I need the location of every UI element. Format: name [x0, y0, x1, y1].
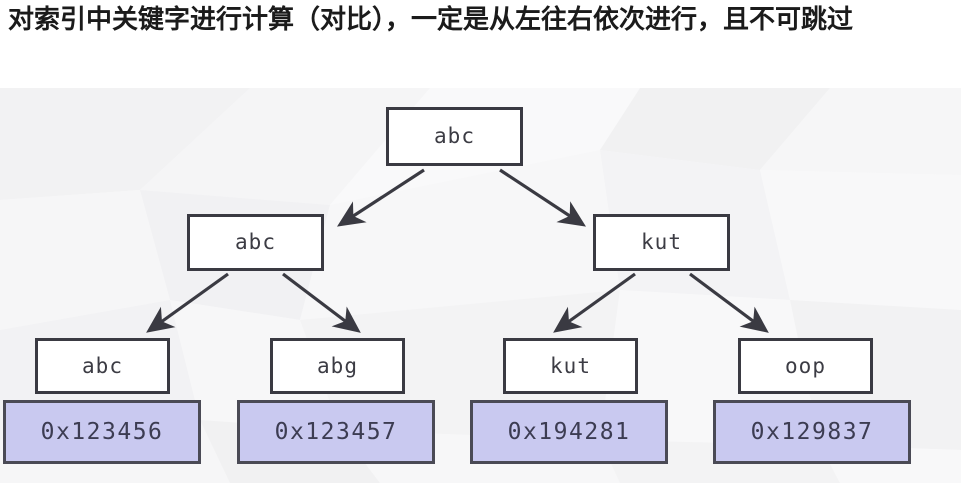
leaf-address-label-2: 0x123457: [274, 418, 398, 445]
page-title: 对索引中关键字进行计算（对比），一定是从左往右依次进行，且不可跳过: [8, 5, 854, 35]
tree-node-root[interactable]: abc: [386, 107, 523, 166]
tree-node-root-label: abc: [434, 124, 475, 148]
leaf-address-label-4: 0x129837: [750, 418, 874, 445]
leaf-key-box-3[interactable]: kut: [503, 338, 638, 394]
tree-node-level2-right[interactable]: kut: [593, 214, 730, 271]
leaf-address-box-3[interactable]: 0x194281: [470, 400, 668, 464]
leaf-key-box-4[interactable]: oop: [738, 338, 873, 394]
leaf-address-label-1: 0x123456: [40, 418, 164, 445]
leaf-key-label-4: oop: [785, 353, 826, 378]
leaf-key-box-1[interactable]: abc: [35, 338, 170, 394]
leaf-key-box-2[interactable]: abg: [270, 338, 405, 394]
tree-node-level2-right-label: kut: [641, 230, 682, 254]
leaf-key-label-3: kut: [550, 353, 591, 378]
tree-node-level2-left[interactable]: abc: [187, 214, 324, 271]
leaf-address-label-3: 0x194281: [507, 418, 631, 445]
tree-node-level2-left-label: abc: [235, 230, 276, 254]
leaf-address-box-2[interactable]: 0x123457: [237, 400, 435, 464]
leaf-address-box-1[interactable]: 0x123456: [3, 400, 201, 464]
leaf-key-label-1: abc: [82, 353, 123, 378]
leaf-address-box-4[interactable]: 0x129837: [713, 400, 911, 464]
leaf-key-label-2: abg: [317, 353, 358, 378]
title-background-band: [0, 0, 961, 88]
